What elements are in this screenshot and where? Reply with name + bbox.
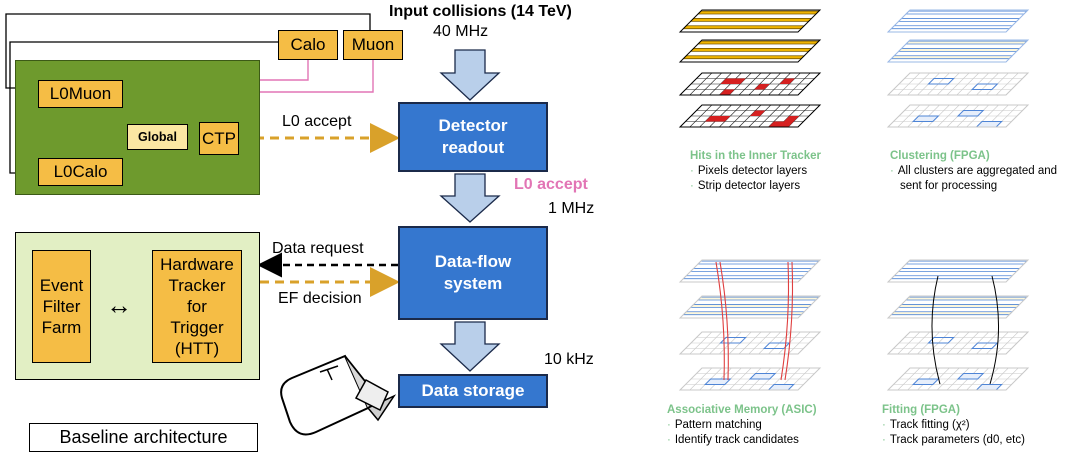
- data-storage-box: Data storage: [398, 374, 548, 408]
- tracker-layer: [678, 295, 822, 319]
- panel4-item-2-text: Track parameters (d0, etc): [889, 434, 1025, 446]
- baseline-architecture-label: Baseline architecture: [59, 427, 228, 447]
- bidirectional-arrow-icon: ↔: [106, 290, 132, 320]
- panel3-item-1: ·Pattern matching: [667, 419, 762, 431]
- track-road-line: [784, 261, 794, 381]
- l0-accept-pink-label: L0 accept: [514, 176, 588, 193]
- rate-40mhz-label: 40 MHz: [433, 23, 489, 40]
- tracker-layer: [886, 72, 1030, 96]
- tracker-layer: [678, 331, 822, 355]
- panel2-item-1: ·All clusters are aggregated and: [890, 165, 1058, 177]
- panel1-item-1: ·Pixels detector layers: [690, 165, 808, 177]
- rate-10khz-label: 10 kHz: [544, 351, 594, 368]
- tracker-layer: [678, 367, 822, 391]
- tracker-layer: [886, 367, 1030, 391]
- calo-box: Calo: [278, 30, 338, 60]
- tracker-layer: [886, 295, 1030, 319]
- track-road-line: [719, 261, 729, 381]
- data-flow-label: Data-flow system: [434, 252, 512, 293]
- tracker-layer: [678, 72, 822, 96]
- tracker-layer: [886, 331, 1030, 355]
- data-flow-box: Data-flow system: [398, 226, 548, 320]
- htt-label: Hardware Tracker for Trigger (HTT): [160, 255, 234, 358]
- panel2-item-2-text: sent for processing: [900, 180, 998, 192]
- calo-label: Calo: [290, 35, 326, 54]
- panel4-item-1-text: Track fitting (χ²): [889, 419, 970, 431]
- fitted-track-line: [989, 275, 1000, 385]
- data-storage-label: Data storage: [421, 381, 525, 400]
- detector-readout-label: Detector readout: [438, 116, 508, 157]
- tracker-layer: [678, 39, 822, 63]
- panel1-item-2: ·Strip detector layers: [690, 180, 801, 192]
- panel1-item-2-text: Strip detector layers: [697, 180, 801, 192]
- tracker-layer: [886, 104, 1030, 128]
- global-box: Global: [127, 124, 188, 150]
- panel4-title: Fitting (FPGA): [882, 404, 960, 416]
- panel4-item-2: ·Track parameters (d0, etc): [882, 434, 1025, 446]
- panel3-item-2: ·Identify track candidates: [667, 434, 799, 446]
- tracker-layer: [886, 39, 1030, 63]
- ctp-box: CTP: [199, 122, 239, 155]
- down-arrow-3: [439, 321, 501, 372]
- usb-stick-icon: [280, 354, 397, 436]
- l0-accept-label: L0 accept: [282, 113, 352, 130]
- panel2-item-2: sent for processing: [900, 180, 997, 192]
- tracker-layer: [678, 9, 822, 33]
- tracker-layer: [678, 104, 822, 128]
- track-road-line: [715, 261, 725, 381]
- data-request-label: Data request: [272, 240, 364, 257]
- detector-readout-box: Detector readout: [398, 102, 548, 172]
- baseline-architecture-box: Baseline architecture: [29, 423, 258, 452]
- tracker-layer: [886, 259, 1030, 283]
- down-arrow-1: [439, 49, 501, 101]
- l0muon-label: L0Muon: [49, 84, 112, 103]
- panel3-item-1-text: Pattern matching: [674, 419, 762, 431]
- muon-box: Muon: [343, 30, 403, 60]
- tracker-layer: [678, 259, 822, 283]
- htt-box: Hardware Tracker for Trigger (HTT): [152, 250, 242, 363]
- ef-decision-label: EF decision: [278, 290, 362, 307]
- fitted-track-line: [931, 275, 941, 385]
- event-filter-farm-label: Event Filter Farm: [39, 276, 84, 337]
- down-arrow-2: [439, 173, 501, 223]
- l0muon-box: L0Muon: [38, 80, 123, 108]
- l0calo-label: L0Calo: [53, 162, 108, 181]
- panel1-item-1-text: Pixels detector layers: [697, 165, 808, 177]
- input-collisions-label: Input collisions (14 TeV): [389, 3, 572, 20]
- panel3-title: Associative Memory (ASIC): [667, 404, 817, 416]
- global-label: Global: [138, 130, 177, 144]
- event-filter-farm-box: Event Filter Farm: [32, 250, 91, 363]
- muon-label: Muon: [351, 35, 395, 54]
- tracker-layer: [886, 9, 1030, 33]
- track-road-line: [780, 261, 790, 381]
- panel3-item-2-text: Identify track candidates: [674, 434, 799, 446]
- rate-1mhz-label: 1 MHz: [548, 200, 595, 217]
- panel2-title: Clustering (FPGA): [890, 150, 990, 162]
- panel1-title: Hits in the Inner Tracker: [690, 150, 822, 162]
- panel4-item-1: ·Track fitting (χ²): [882, 419, 970, 431]
- ctp-label: CTP: [202, 128, 236, 148]
- l0calo-box: L0Calo: [38, 158, 123, 186]
- panel2-item-1-text: All clusters are aggregated and: [897, 165, 1058, 177]
